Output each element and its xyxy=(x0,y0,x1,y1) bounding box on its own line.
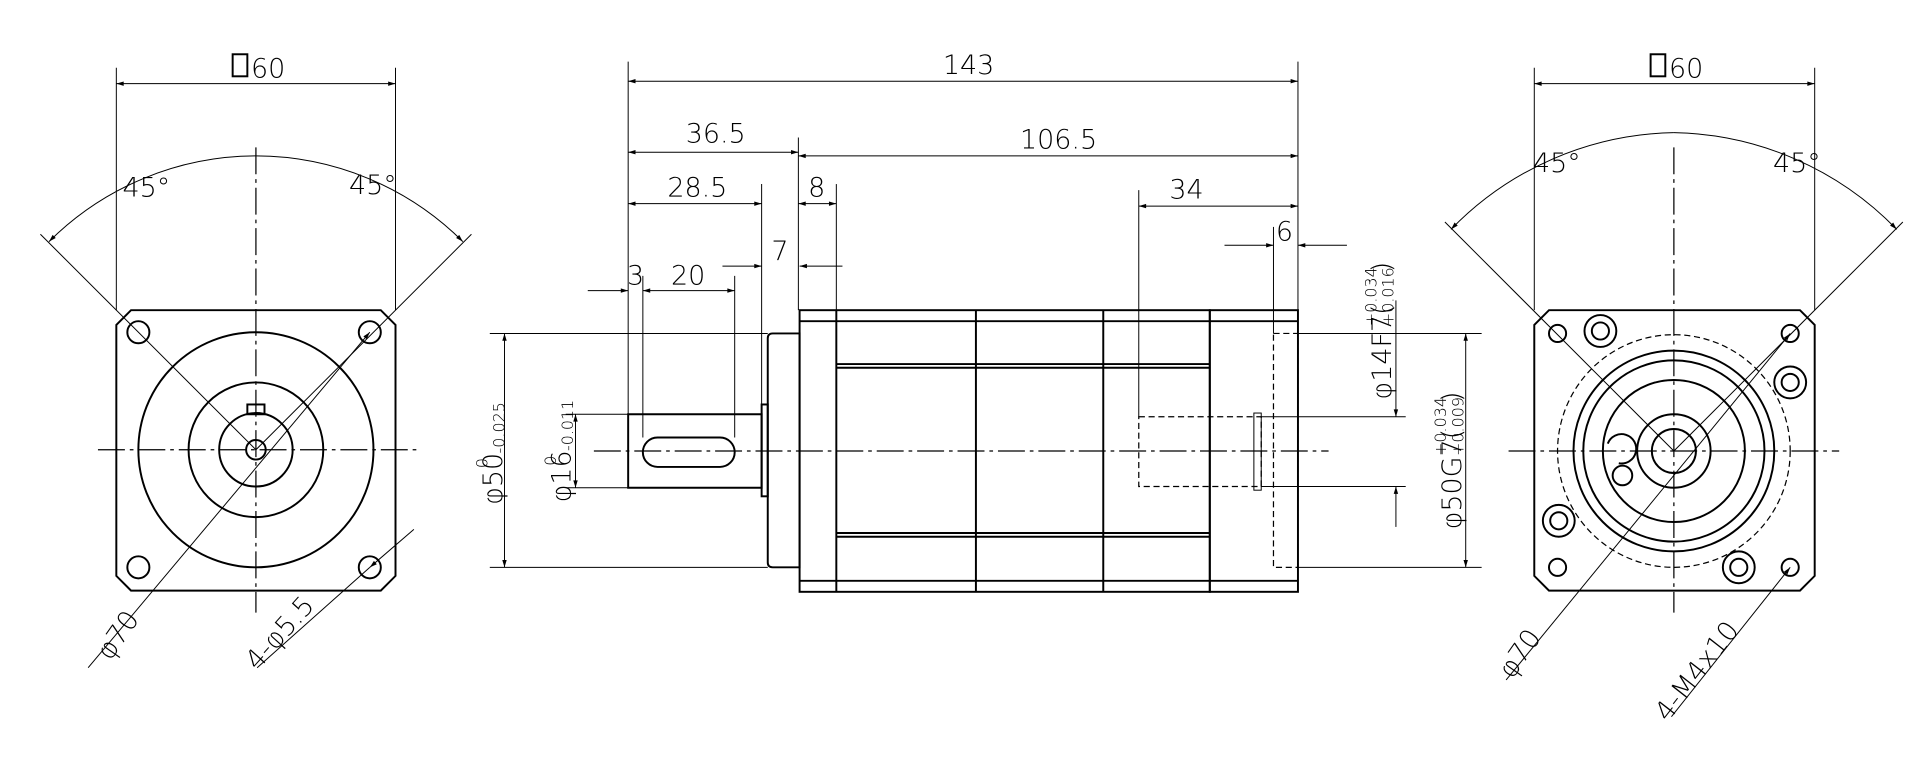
svg-text:φ50G7(: φ50G7( xyxy=(1437,429,1468,530)
dim-rear-bore-depth: 34 xyxy=(1169,175,1203,206)
right-pcd-dim: φ70 xyxy=(1493,624,1548,684)
svg-text:+0.034: +0.034 xyxy=(1431,397,1450,456)
svg-text:φ14F7(: φ14F7( xyxy=(1367,304,1398,399)
svg-text:): ) xyxy=(1437,392,1468,403)
right-angle-right: 45° xyxy=(1773,148,1821,179)
left-pcd-dim: φ70 xyxy=(91,605,146,665)
svg-text:0: 0 xyxy=(472,458,491,468)
svg-text:+0.009: +0.009 xyxy=(1448,397,1467,456)
dim-rear-step: 6 xyxy=(1276,216,1293,247)
dim-recess: φ50G7( +0.034 +0.009 ) xyxy=(1431,392,1468,530)
svg-text:+0.016: +0.016 xyxy=(1378,267,1397,326)
left-square-dim: 60 xyxy=(251,54,285,85)
svg-text:-0.025: -0.025 xyxy=(489,402,508,453)
svg-text:0: 0 xyxy=(541,456,560,466)
svg-text:): ) xyxy=(1367,262,1398,273)
left-front-view: 60 45° 45° φ70 4-φ5.5 xyxy=(40,53,472,676)
corner-holes xyxy=(1548,323,1800,577)
svg-text:φ50: φ50 xyxy=(478,453,509,505)
dim-key-offset: 3 xyxy=(627,260,644,291)
left-holes-dim: 4-φ5.5 xyxy=(239,590,321,676)
side-view: 143 106.5 36.5 28.5 8 34 6 7 3 20 φ50 0 … xyxy=(472,50,1482,593)
dim-shaft-length: 28.5 xyxy=(667,172,727,203)
right-square-dim: 60 xyxy=(1669,54,1703,85)
svg-text:+0.034: +0.034 xyxy=(1361,267,1380,326)
dim-collar: 7 xyxy=(771,236,788,267)
dim-body: 106.5 xyxy=(1020,125,1097,156)
left-angle-left: 45° xyxy=(122,172,170,203)
mounting-holes xyxy=(126,320,382,580)
dim-shaft-dia: φ16 0 -0.011 xyxy=(541,400,578,503)
dim-flange-step: 8 xyxy=(808,172,825,203)
right-threads-dim: 4-M4x10 xyxy=(1649,616,1746,728)
svg-text:φ16: φ16 xyxy=(547,450,578,502)
right-angle-left: 45° xyxy=(1533,148,1581,179)
left-angle-right: 45° xyxy=(349,170,397,201)
dim-pilot: φ50 0 -0.025 xyxy=(472,402,509,505)
threaded-holes xyxy=(1541,314,1808,585)
dim-key-length: 20 xyxy=(671,260,705,291)
dim-overall: 143 xyxy=(943,50,994,81)
right-rear-view: 60 45° 45° φ70 4-M4x10 xyxy=(1444,53,1904,728)
dim-bore: φ14F7( +0.034 +0.016 ) xyxy=(1361,262,1398,400)
dim-front: 36.5 xyxy=(686,118,746,149)
svg-text:-0.011: -0.011 xyxy=(558,400,577,451)
